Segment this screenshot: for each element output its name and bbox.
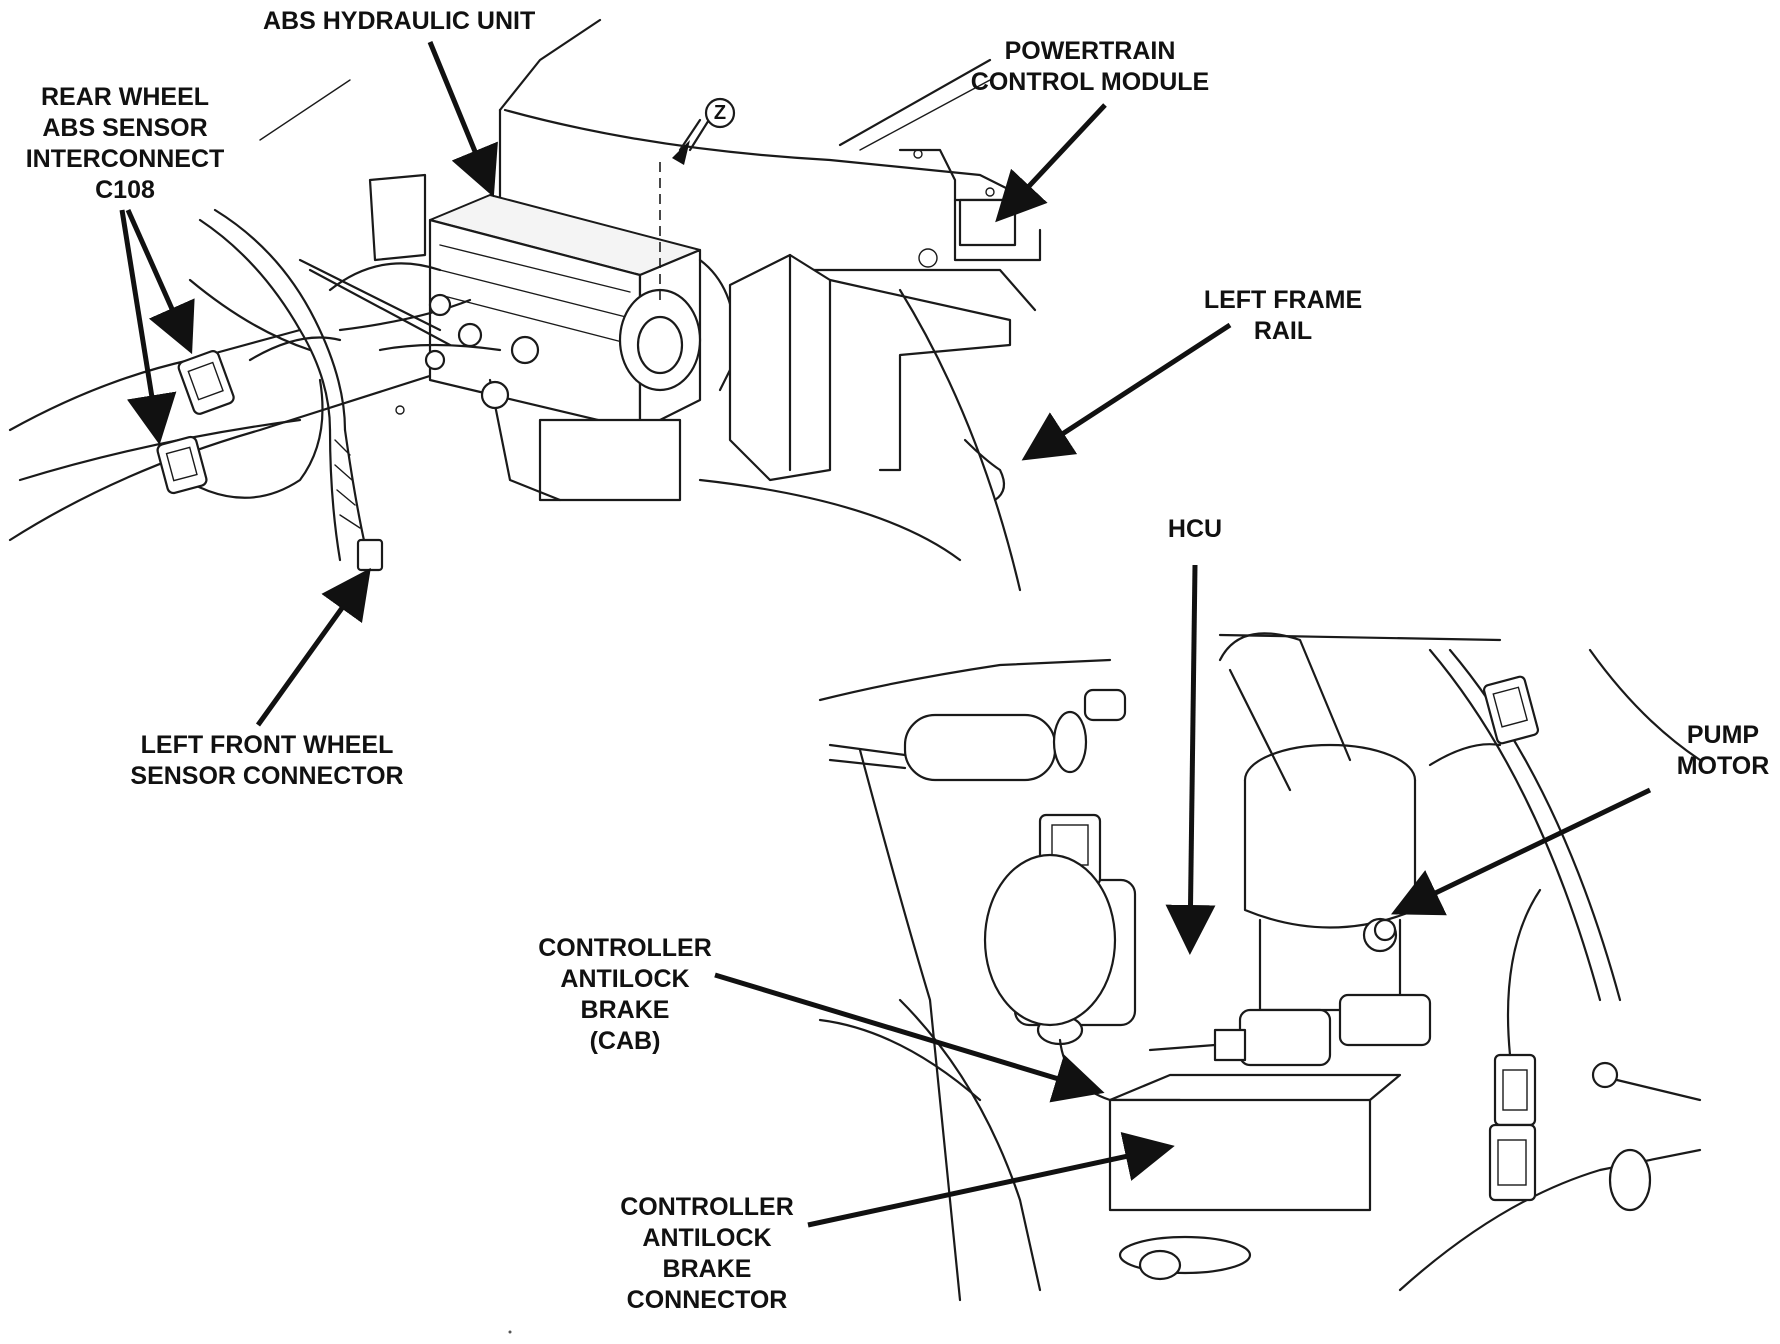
lower-view-illustration	[818, 632, 1702, 1302]
direction-marker-letter: Z	[713, 102, 727, 124]
label-pump-motor: PUMP MOTOR	[1676, 721, 1770, 780]
label-controller-antilock-brake-cab: CONTROLLER ANTILOCK BRAKE (CAB)	[538, 934, 712, 1055]
direction-marker-icon	[672, 97, 736, 165]
label-left-front-wheel-sensor-connector: LEFT FRONT WHEEL SENSOR CONNECTOR	[130, 731, 404, 790]
leader-arrows	[119, 41, 1652, 1228]
label-controller-antilock-brake-connector: CONTROLLER ANTILOCK BRAKE CONNECTOR	[620, 1193, 794, 1314]
label-powertrain-control-module: POWERTRAIN CONTROL MODULE	[970, 37, 1210, 96]
label-left-frame-rail: LEFT FRAME RAIL	[1203, 286, 1363, 345]
label-hcu: HCU	[1167, 515, 1223, 543]
upper-view-illustration	[8, 18, 1042, 592]
label-abs-hydraulic-unit: ABS HYDRAULIC UNIT	[263, 7, 536, 35]
label-rear-wheel-abs-sensor-interconnect: REAR WHEEL ABS SENSOR INTERCONNECT C108	[25, 83, 225, 204]
